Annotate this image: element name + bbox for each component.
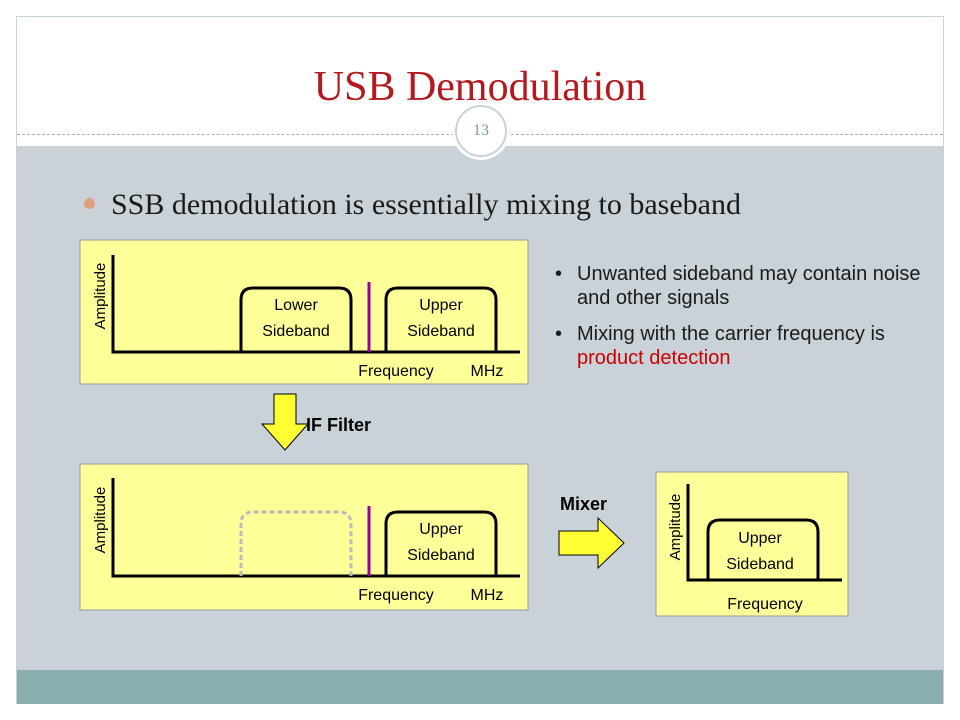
lower-sideband-shape: [239, 286, 353, 352]
panel-baseband-y-label: Amplitude: [667, 494, 684, 561]
baseband-sideband-label-1: Upper: [738, 530, 782, 547]
note-item: • Mixing with the carrier frequency is pr…: [555, 322, 935, 370]
panel-bottom-axes: [111, 478, 520, 578]
panel-baseband: Amplitude Upper Sideband Frequency: [655, 471, 849, 617]
panel-bottom-background: [79, 463, 529, 611]
baseband-sideband-shape: [706, 518, 820, 580]
panel-top-axes: [111, 255, 520, 354]
panel-bottom-x-unit: MHz: [471, 587, 504, 604]
upper-sideband-label-2: Sideband: [407, 323, 475, 340]
upper-sideband-bottom-label-2: Sideband: [407, 547, 475, 564]
panel-top-y-label: Amplitude: [92, 263, 109, 330]
note-text: Unwanted sideband may contain noise and …: [577, 263, 921, 309]
main-bullet-text: SSB demodulation is essentially mixing t…: [111, 188, 741, 221]
note-item: • Unwanted sideband may contain noise and…: [555, 262, 935, 310]
panel-baseband-axes: [686, 484, 842, 582]
upper-sideband-shape-bottom: [384, 510, 498, 576]
panel-bottom-x-label: Frequency: [358, 587, 434, 604]
upper-sideband-label-1: Upper: [419, 297, 463, 314]
mixer-label: Mixer: [560, 494, 607, 514]
baseband-sideband-label-2: Sideband: [726, 556, 794, 573]
panel-top: Amplitude Lower Sideband Upper Sideband …: [79, 239, 529, 385]
page-number-badge: 13: [455, 105, 507, 157]
slide-title: USB Demodulation: [313, 64, 647, 110]
note-highlight: product detection: [577, 347, 731, 369]
lower-sideband-label-2: Sideband: [262, 323, 330, 340]
note-text: Mixing with the carrier frequency is: [577, 323, 885, 345]
if-filter-label: IF Filter: [306, 415, 371, 435]
note-bullet-icon: •: [555, 323, 563, 345]
note-bullet-icon: •: [555, 263, 563, 285]
panel-bottom: Amplitude Upper Sideband Frequency MHz: [79, 463, 529, 611]
filtered-lower-sideband-outline: [239, 510, 353, 576]
right-arrow-icon: [558, 516, 625, 570]
mixer-arrow: Mixer: [558, 494, 625, 570]
panel-baseband-x-label: Frequency: [727, 596, 803, 613]
upper-sideband-shape-top: [384, 286, 498, 352]
panel-top-background: [79, 239, 529, 385]
side-notes: • Unwanted sideband may contain noise and…: [555, 262, 935, 382]
bullet-icon: [84, 198, 95, 209]
panel-bottom-y-label: Amplitude: [92, 487, 109, 554]
panel-top-x-unit: MHz: [471, 363, 504, 380]
down-arrow-icon: [260, 393, 310, 451]
main-bullet: SSB demodulation is essentially mixing t…: [84, 188, 741, 222]
panel-top-x-label: Frequency: [358, 363, 434, 380]
if-filter-arrow: IF Filter: [260, 393, 371, 451]
lower-sideband-label-1: Lower: [274, 297, 318, 314]
footer-bar: [17, 670, 943, 704]
upper-sideband-bottom-label-1: Upper: [419, 521, 463, 538]
